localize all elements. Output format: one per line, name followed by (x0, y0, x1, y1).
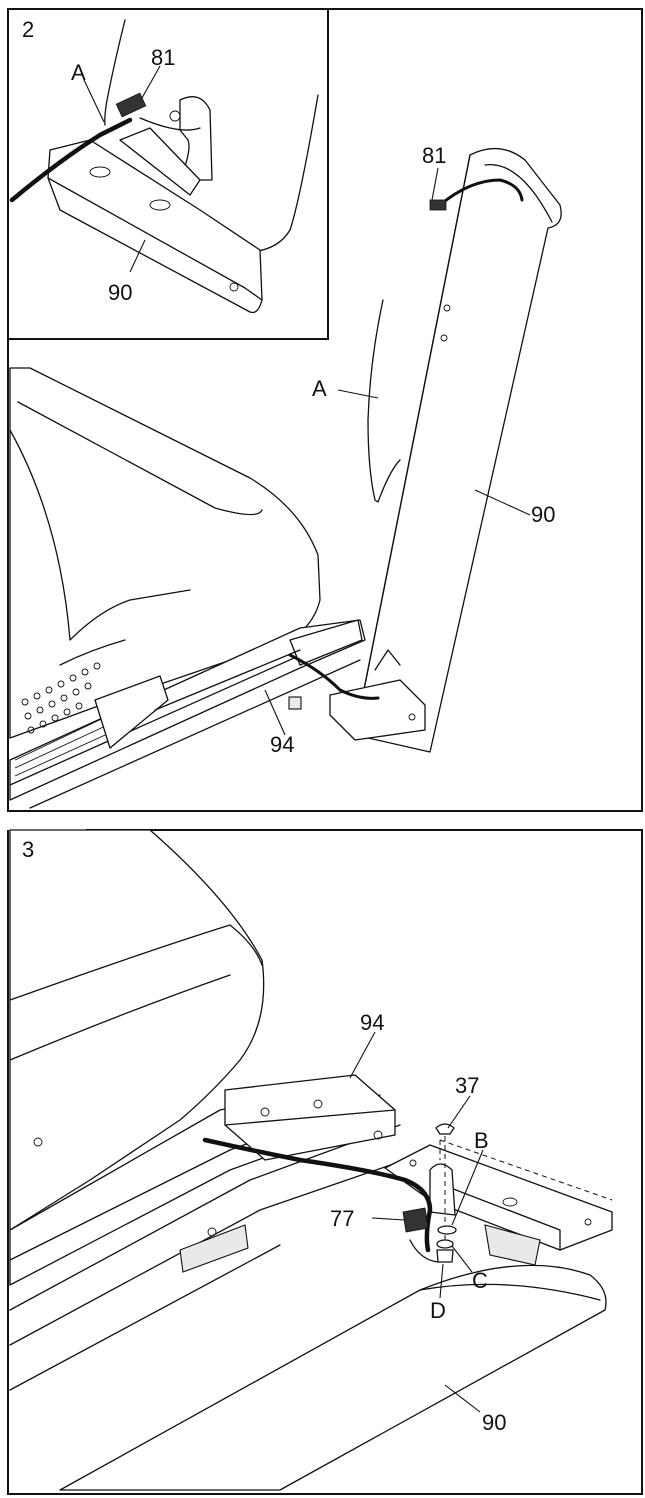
upright-wire-top (438, 178, 524, 207)
bracket-hole (408, 713, 416, 721)
inset-wire-a (104, 19, 126, 126)
inset-bracket-fold (47, 177, 263, 301)
step3-hood-line-2 (9, 974, 231, 1061)
step3-bracket-tab (429, 1163, 456, 1216)
inset-tab-base (119, 127, 201, 196)
step3-upright-rim (419, 1283, 601, 1301)
upright-bolt-1 (443, 304, 451, 312)
main-label-90: 90 (531, 502, 555, 527)
step3-rail-hole (207, 1227, 217, 1237)
step3-wire (202, 1137, 433, 1253)
crossbar-hole-2 (313, 1099, 323, 1109)
inset-wire (9, 117, 133, 203)
step3-rail-lower-3 (9, 1244, 281, 1391)
step3-label-c: C (472, 1268, 488, 1293)
inset-wire-2 (139, 117, 201, 131)
leader-a (337, 389, 379, 399)
inset-label-81: 81 (151, 45, 175, 70)
leader-d (439, 1263, 444, 1299)
upright-left-edge (354, 154, 471, 736)
washer-b (437, 1225, 457, 1235)
rail-slot (154, 649, 301, 711)
leader-90-step3 (444, 1384, 481, 1413)
step3-bracket-hole (584, 1218, 592, 1226)
step-2-panel: 2 A 81 90 81 A 90 94 (7, 8, 643, 812)
rail-lower-line (29, 659, 361, 809)
leader-81 (431, 167, 439, 201)
main-label-94: 94 (270, 732, 294, 757)
inset-screw (169, 110, 181, 122)
leader-c (451, 1245, 473, 1273)
upright-top-rim (484, 164, 553, 223)
step-2-main-illustration (9, 148, 562, 809)
step3-label-77: 77 (330, 1206, 354, 1231)
inset-leader-90 (129, 239, 146, 273)
step3-label-d: D (430, 1298, 446, 1323)
leader-94 (264, 689, 286, 736)
step3-bracket-fold (429, 1179, 561, 1251)
upright-bolt-2 (440, 334, 448, 342)
main-label-a: A (312, 376, 327, 401)
connector-81-top (429, 199, 447, 211)
hood-curve (59, 639, 126, 666)
step3-bracket-foot (484, 1224, 541, 1266)
step3-rail-lower-2 (9, 1159, 406, 1346)
step-3-frame (7, 829, 643, 1495)
inset-slot-1 (89, 166, 111, 178)
nut-d (436, 1249, 454, 1263)
step3-crossbar-edge (224, 1109, 396, 1126)
step3-label-37: 37 (455, 1073, 479, 1098)
leader-90 (474, 489, 531, 516)
leader-b (451, 1149, 484, 1226)
step3-upright (59, 1264, 607, 1491)
connector-77 (402, 1207, 429, 1233)
step3-label-94: 94 (360, 1010, 384, 1035)
frame-rail (9, 619, 366, 801)
screw-37 (435, 1123, 455, 1135)
step3-hood-screw (33, 1137, 43, 1147)
crossbar-foot (288, 696, 302, 710)
leader-77 (371, 1217, 406, 1221)
step-3-number: 3 (22, 837, 34, 862)
step-2-number: 2 (22, 17, 34, 42)
leader-37 (447, 1095, 471, 1129)
inset-bracket-plate (47, 139, 263, 314)
crossbar-hole-1 (260, 1107, 270, 1117)
deck-holes (21, 662, 101, 734)
inset-leader-a (83, 79, 105, 123)
inset-hole (229, 282, 239, 292)
inset-slot-2 (149, 199, 171, 211)
inset-connector-81 (115, 92, 147, 118)
step-2-inset (7, 8, 329, 340)
hood-edge-line (17, 401, 263, 516)
crossbar-hole-3 (373, 1130, 383, 1140)
step3-hood-line (9, 924, 263, 1001)
step3-rail-foot (179, 1224, 249, 1273)
inset-label-90: 90 (108, 280, 132, 305)
step3-label-90: 90 (482, 1410, 506, 1435)
bracket-clip (374, 649, 401, 671)
step3-bracket-slot (502, 1197, 518, 1207)
step3-label-b: B (474, 1128, 489, 1153)
connector-lead (409, 1239, 439, 1263)
step-3-panel: 3 94 37 B 77 C D 90 (7, 829, 643, 1495)
base-crossbar (289, 619, 363, 666)
step3-alignment-dashes (439, 1139, 613, 1201)
side-rail-grooves (14, 714, 115, 777)
wire-a-outline (367, 299, 401, 503)
leader-94-step3 (349, 1031, 376, 1079)
inset-label-a: A (71, 60, 86, 85)
inset-leader-81 (141, 65, 161, 99)
step3-motor-hood (9, 829, 265, 1231)
hood-inner-line (9, 429, 191, 641)
rail-cap (94, 675, 169, 749)
step3-bracket-hole-2 (409, 1159, 417, 1167)
washer-c (436, 1239, 454, 1249)
main-label-81: 81 (422, 143, 446, 168)
upright-tube (354, 148, 562, 753)
lower-wire (288, 653, 380, 700)
